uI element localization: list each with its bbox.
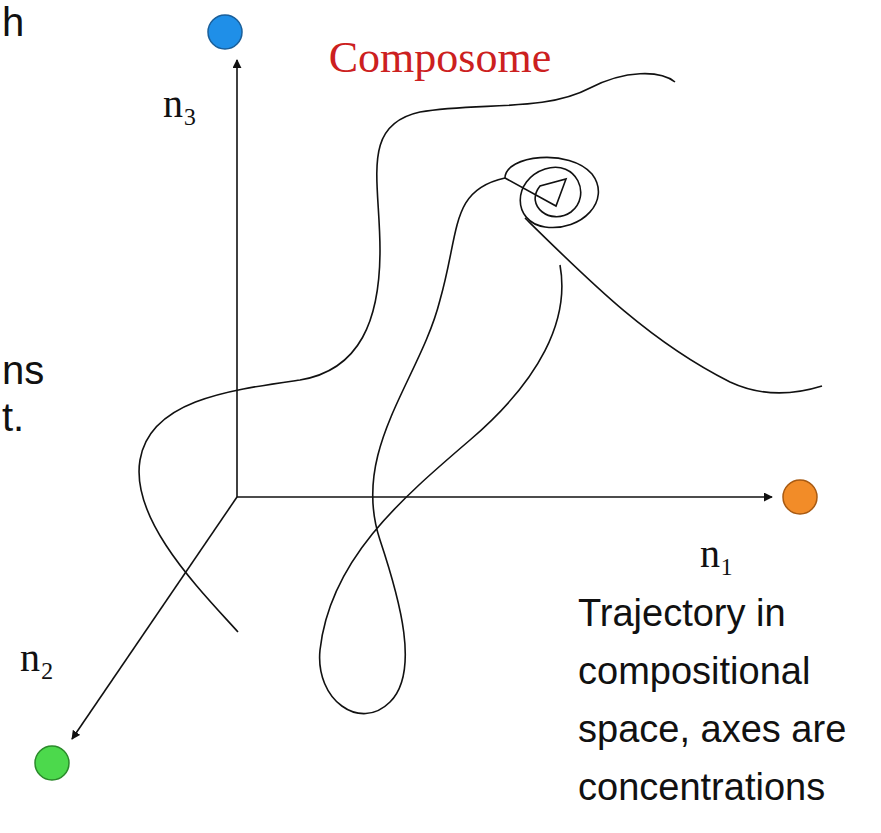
axis-label: n₃ (163, 82, 197, 126)
trajectory-curve (320, 178, 562, 714)
cut-text: t. (2, 395, 24, 439)
axis-label: n₂ (20, 636, 54, 680)
n3-axis (236, 60, 238, 497)
caption-note: Trajectory in compositional space, axes … (578, 584, 870, 816)
axes (72, 60, 772, 739)
orange-dot (783, 480, 817, 514)
blue-dot (208, 15, 242, 49)
composome-region: Composome (329, 34, 671, 266)
axis-label: n₁ (700, 532, 734, 576)
n1-axis (237, 496, 772, 498)
region-heading: Composome (329, 34, 551, 82)
trajectory-curve (139, 74, 675, 632)
composome-ellipse (461, 116, 669, 264)
green-dot (35, 746, 69, 780)
composome-outline (459, 114, 671, 266)
cut-text: ns (2, 348, 44, 392)
trajectory-spiral (505, 157, 598, 227)
trajectory-curve (525, 218, 822, 393)
cut-text: h (2, 0, 24, 44)
n2-axis (72, 497, 237, 739)
